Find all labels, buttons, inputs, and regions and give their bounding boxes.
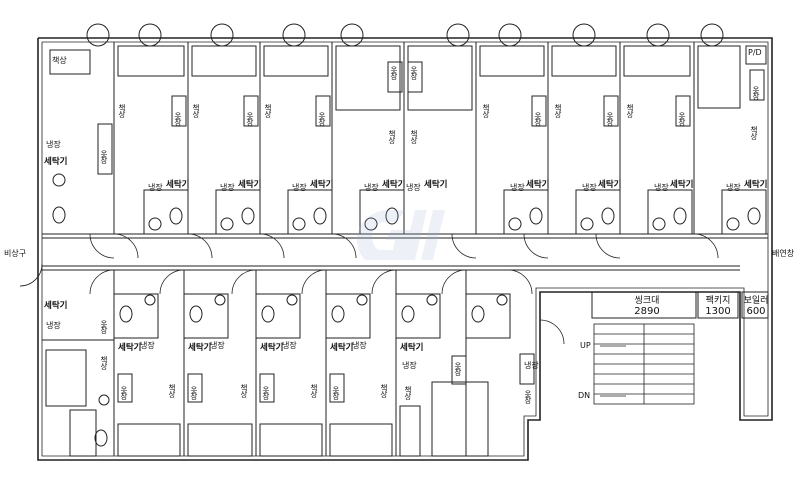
desk-label: 책상	[309, 384, 319, 397]
fridge-label: 냉장	[582, 183, 597, 192]
desk-label: 책상	[749, 126, 759, 139]
closet-label: 옷장	[677, 112, 687, 125]
pack-storage-value: 1300	[705, 306, 731, 318]
closet-label: 옷장	[99, 320, 109, 333]
washer-label: 세탁기	[188, 343, 212, 353]
washer-label: 세탁기	[670, 180, 694, 190]
fridge-label: 냉장	[220, 183, 235, 192]
closet-label: 옷장	[245, 112, 255, 125]
closet-label: 옷장	[317, 112, 327, 125]
desk-label: 책상	[379, 384, 389, 397]
top-units	[49, 42, 767, 235]
desk-label: 책상	[52, 56, 67, 65]
washer-label: 세탁기	[310, 180, 334, 190]
sink-table: 씽크대 2890	[602, 296, 692, 318]
stairs-up-label: UP	[580, 341, 591, 350]
desk-label: 책상	[553, 104, 563, 117]
fridge-label: 냉장	[148, 183, 163, 192]
desk-label: 책상	[99, 356, 109, 369]
desk-label: 책상	[481, 104, 491, 117]
fridge-label: 냉장	[406, 183, 421, 192]
desk-label: 책상	[263, 104, 273, 117]
fridge-label: 냉장	[46, 321, 61, 330]
top-doors	[19, 233, 719, 287]
closet-label: 옷장	[389, 66, 399, 79]
desk-label: 책상	[625, 104, 635, 117]
pd-label: P/D	[748, 48, 762, 57]
sink-table-value: 2890	[634, 306, 660, 318]
boiler-value: 600	[746, 306, 766, 318]
washer-label: 세탁기	[118, 343, 142, 353]
closet-label: 옷장	[173, 112, 183, 125]
ventilation-label: 배연창	[772, 249, 795, 258]
fridge-label: 냉장	[654, 183, 669, 192]
stairs-down-label: DN	[578, 391, 591, 400]
closet-label: 옷장	[533, 112, 543, 125]
washer-label: 세탁기	[260, 343, 284, 353]
closet-label: 옷장	[751, 86, 761, 99]
fridge-label: 냉장	[726, 183, 741, 192]
pack-storage: 팩키지 1300	[700, 296, 736, 318]
washer-label: 세탁기	[166, 180, 190, 190]
desk-label: 책상	[167, 384, 177, 397]
desk-label: 책상	[191, 104, 201, 117]
fridge-label: 냉장	[524, 361, 539, 370]
desk-label: 책상	[403, 386, 413, 399]
washer-label: 세탁기	[598, 180, 622, 190]
boiler: 보일러 600	[742, 296, 770, 318]
fridge-label: 냉장	[46, 140, 61, 149]
boiler-label: 보일러	[743, 296, 769, 306]
washer-label: 세탁기	[44, 301, 68, 311]
closet-label: 옷장	[261, 386, 271, 399]
washer-label: 세탁기	[330, 343, 354, 353]
fridge-label: 냉장	[510, 183, 525, 192]
closet-label: 옷장	[119, 386, 129, 399]
washer-label: 세탁기	[400, 343, 424, 353]
fridge-label: 냉장	[292, 183, 307, 192]
fridge-label: 냉장	[402, 361, 417, 370]
desk-label: 책상	[239, 384, 249, 397]
sink-table-label: 씽크대	[634, 296, 660, 306]
desk-label: 책상	[409, 130, 419, 143]
closet-label: 옷장	[453, 362, 463, 375]
fridge-label: 냉장	[352, 341, 367, 350]
fridge-label: 냉장	[364, 183, 379, 192]
washer-label: 세탁기	[44, 157, 68, 167]
logo-watermark	[356, 210, 445, 260]
washer-label: 세탁기	[238, 180, 262, 190]
closet-label: 옷장	[605, 112, 615, 125]
stairs	[593, 323, 695, 405]
fridge-label: 냉장	[210, 341, 225, 350]
desk-label: 책상	[387, 130, 397, 143]
closet-label: 옷장	[189, 386, 199, 399]
closet-label: 옷장	[523, 390, 533, 403]
emergency-exit-label: 비상구	[4, 249, 27, 258]
desk-label: 책상	[117, 104, 127, 117]
fridge-label: 냉장	[140, 341, 155, 350]
closet-label: 옷장	[331, 386, 341, 399]
closet-label: 옷장	[99, 150, 109, 163]
washer-label: 세탁기	[744, 180, 768, 190]
washer-label: 세탁기	[424, 180, 448, 190]
fridge-label: 냉장	[282, 341, 297, 350]
closet-label: 옷장	[409, 66, 419, 79]
bottom-doors	[89, 269, 565, 345]
bottom-units	[42, 270, 535, 457]
washer-label: 세탁기	[526, 180, 550, 190]
column-markers	[86, 23, 724, 47]
pack-storage-label: 팩키지	[705, 296, 731, 306]
washer-label: 세탁기	[382, 180, 406, 190]
